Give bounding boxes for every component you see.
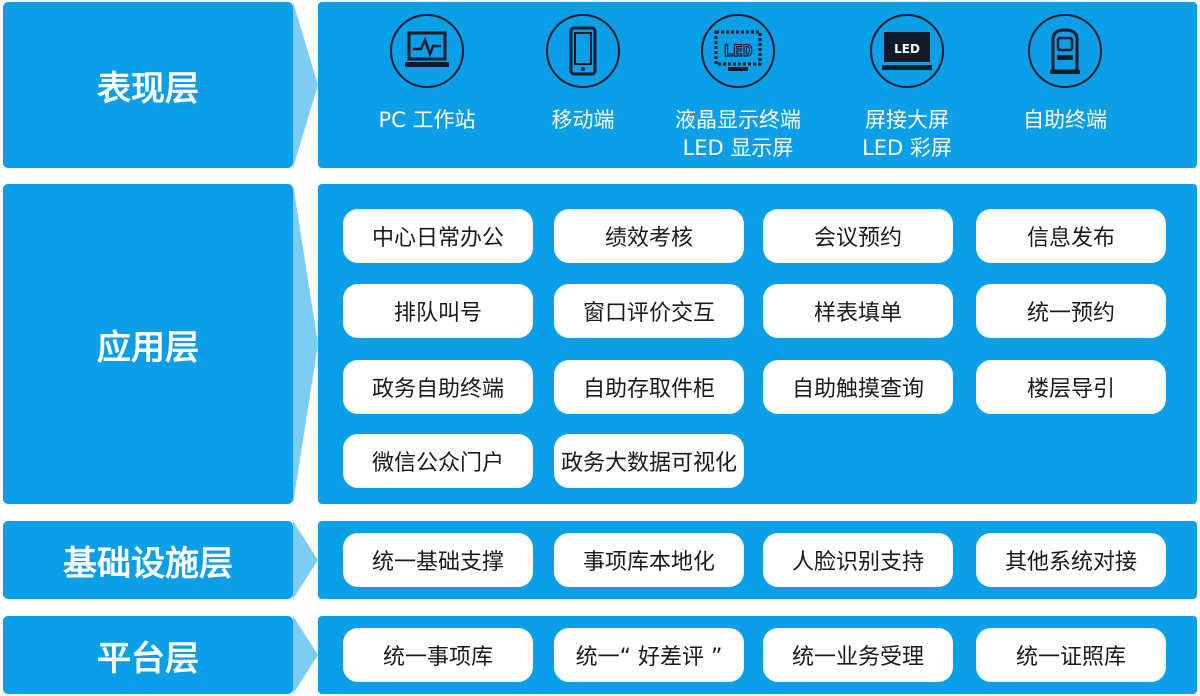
app-item[interactable]: 会议预约 [763, 209, 953, 263]
app-item[interactable]: 排队叫号 [343, 284, 533, 338]
platform-item[interactable]: 统一“ 好差评 ” [554, 628, 744, 682]
platform-panel: 统一事项库 统一“ 好差评 ” 统一业务受理 统一证照库 [318, 616, 1197, 694]
infra-item[interactable]: 统一基础支撑 [343, 533, 533, 587]
kiosk-terminal-icon [1028, 14, 1102, 88]
app-item[interactable]: 微信公众门户 [343, 434, 533, 488]
app-item[interactable]: 自助触摸查询 [763, 360, 953, 414]
device-pc-workstation: PC 工作站 [352, 14, 502, 134]
presentation-panel: PC 工作站 移动端 LED 液晶显示终端 LED 显示屏 [318, 2, 1197, 168]
layer-label-application: 应用层 [3, 184, 293, 504]
app-item[interactable]: 统一预约 [976, 284, 1166, 338]
layer-label-infrastructure: 基础设施层 [3, 521, 293, 599]
layer-label-platform: 平台层 [3, 616, 293, 694]
arrow-infrastructure [293, 521, 318, 599]
infra-item[interactable]: 其他系统对接 [976, 533, 1166, 587]
app-item[interactable]: 政务自助终端 [343, 360, 533, 414]
app-item[interactable]: 绩效考核 [554, 209, 744, 263]
led-screen-icon: LED [870, 14, 944, 88]
device-label-line1: 液晶显示终端 [675, 108, 801, 132]
device-label: PC 工作站 [378, 108, 476, 132]
app-item[interactable]: 政务大数据可视化 [554, 434, 744, 488]
platform-item[interactable]: 统一业务受理 [763, 628, 953, 682]
app-item[interactable]: 窗口评价交互 [554, 284, 744, 338]
smartphone-icon [546, 14, 620, 88]
app-item[interactable]: 信息发布 [976, 209, 1166, 263]
infra-item[interactable]: 人脸识别支持 [763, 533, 953, 587]
application-panel: 中心日常办公 绩效考核 会议预约 信息发布 排队叫号 窗口评价交互 样表填单 统… [318, 184, 1197, 504]
device-label: 移动端 [551, 108, 615, 132]
platform-item[interactable]: 统一证照库 [976, 628, 1166, 682]
monitor-pulse-icon [390, 14, 464, 88]
svg-text:LED: LED [724, 41, 753, 60]
arrow-presentation [293, 2, 318, 168]
device-label-line2: LED 彩屏 [862, 136, 952, 160]
app-item[interactable]: 样表填单 [763, 284, 953, 338]
device-label-line1: 屏接大屏 [865, 108, 949, 132]
infrastructure-panel: 统一基础支撑 事项库本地化 人脸识别支持 其他系统对接 [318, 521, 1197, 599]
app-item[interactable]: 楼层导引 [976, 360, 1166, 414]
arrow-platform [293, 616, 318, 694]
arrow-application [293, 184, 318, 504]
led-badge: LED [894, 42, 920, 56]
layer-label-presentation: 表现层 [3, 2, 293, 168]
lcd-display-icon: LED [701, 14, 775, 88]
device-lcd-display: LED 液晶显示终端 LED 显示屏 [663, 14, 813, 162]
device-kiosk: 自助终端 [990, 14, 1140, 134]
device-label: 自助终端 [1023, 108, 1107, 132]
app-item[interactable]: 自助存取件柜 [554, 360, 744, 414]
app-item[interactable]: 中心日常办公 [343, 209, 533, 263]
device-label-line2: LED 显示屏 [682, 136, 794, 160]
device-led-screen: LED 屏接大屏 LED 彩屏 [832, 14, 982, 162]
device-mobile: 移动端 [508, 14, 658, 134]
infra-item[interactable]: 事项库本地化 [554, 533, 744, 587]
platform-item[interactable]: 统一事项库 [343, 628, 533, 682]
